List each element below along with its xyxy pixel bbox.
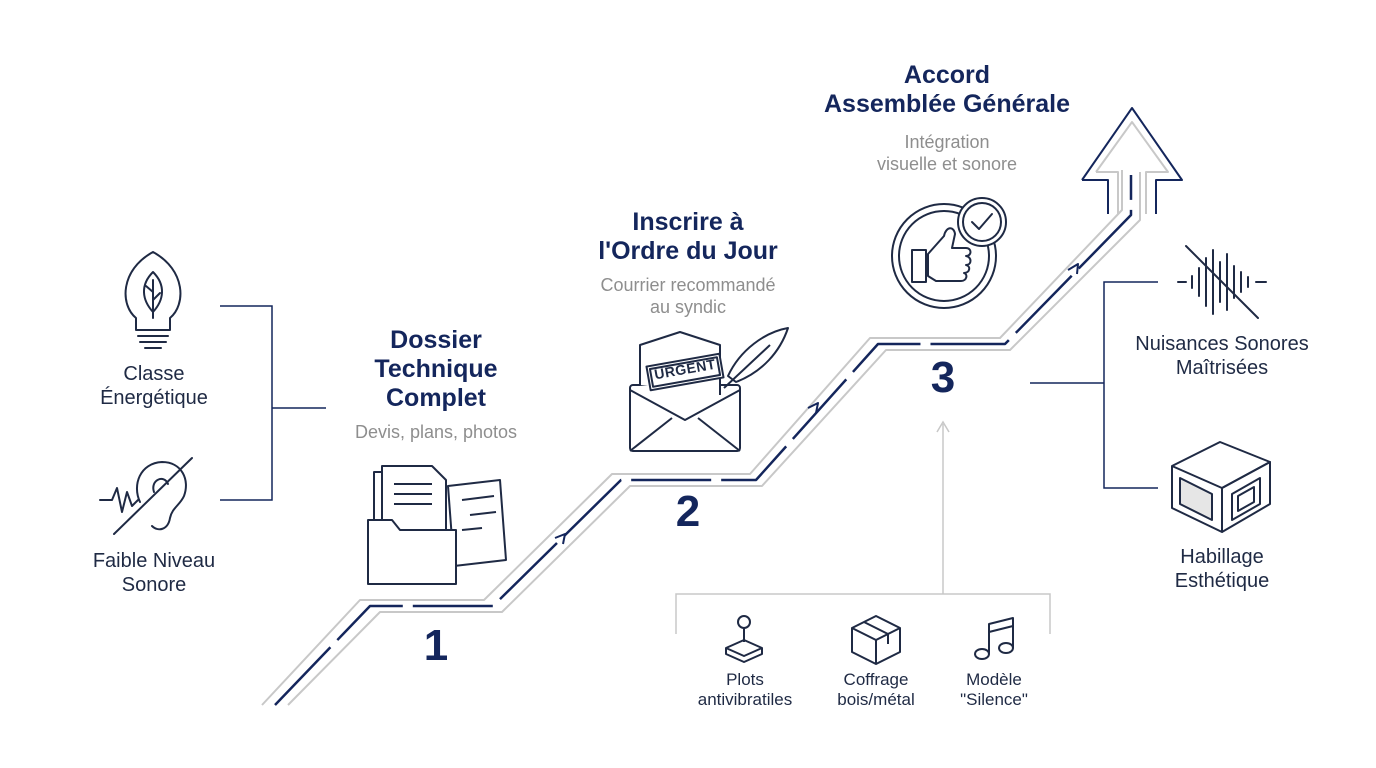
step-3-subtitle: Intégration visuelle et sonore xyxy=(876,132,1018,174)
muted-soundwave-icon xyxy=(1177,245,1267,319)
option-casing: Coffrage bois/métal xyxy=(837,670,915,709)
music-note-icon xyxy=(974,617,1014,660)
step-1-number: 1 xyxy=(423,621,449,670)
arrow-head xyxy=(1081,107,1183,214)
path-chevron xyxy=(1067,263,1079,275)
staircase-path xyxy=(261,107,1183,706)
lightbulb-leaf-icon xyxy=(124,251,182,349)
no-hearing-icon xyxy=(99,457,193,535)
step-2-number: 2 xyxy=(675,487,701,536)
step-1-title: Dossier Technique Complet xyxy=(374,326,498,412)
cube-casing-icon xyxy=(1171,441,1271,533)
left-bracket xyxy=(220,305,326,501)
right-bracket xyxy=(1030,281,1158,489)
right-item-aesthetic-casing: Habillage Esthétique xyxy=(1174,546,1270,592)
options-connector xyxy=(675,420,1051,634)
thumbs-up-check-icon xyxy=(891,197,1007,309)
box-icon xyxy=(851,615,901,665)
right-item-noise-controlled: Nuisances Sonores Maîtrisées xyxy=(1135,333,1309,379)
path-chevron xyxy=(807,402,819,414)
step-3-number: 3 xyxy=(930,353,956,402)
option-vibration-mounts: Plots antivibratiles xyxy=(697,670,793,709)
step-2-subtitle: Courrier recommandé au syndic xyxy=(600,275,776,317)
documents-folder-icon xyxy=(367,465,507,585)
urgent-envelope-icon xyxy=(629,327,789,452)
step-2-title: Inscrire à l'Ordre du Jour xyxy=(598,208,778,265)
left-item-low-noise: Faible Niveau Sonore xyxy=(92,550,216,596)
path-chevron xyxy=(554,533,566,545)
staircase-center-line xyxy=(274,175,1133,706)
vibration-mount-icon xyxy=(725,615,763,663)
step-1-subtitle: Devis, plans, photos xyxy=(354,422,518,442)
step-3-title: Accord Assemblée Générale xyxy=(824,61,1070,118)
left-item-energy-class: Classe Énergétique xyxy=(100,363,208,409)
option-silence-model: Modèle "Silence" xyxy=(960,670,1028,709)
